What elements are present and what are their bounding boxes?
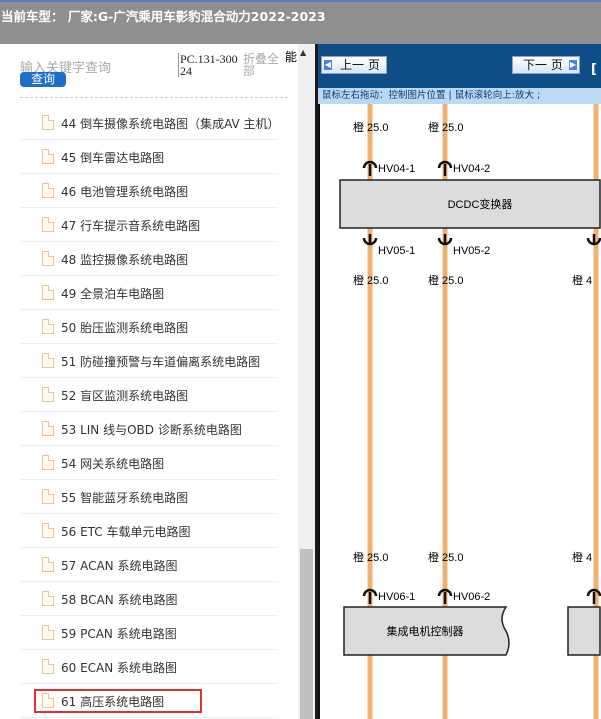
tree-item[interactable]: 49 全景泊车电路图 [20, 276, 278, 310]
arrow-right-icon: ▶ [569, 60, 577, 70]
label: HV06-1 [378, 591, 415, 603]
document-icon [42, 115, 54, 130]
label: HV05-2 [453, 245, 490, 257]
tree-item[interactable]: 50 胎压监测系统电路图 [20, 310, 278, 344]
document-icon [42, 217, 54, 232]
tree-item-label: 49 全景泊车电路图 [61, 287, 165, 301]
motor-controller-box [343, 606, 510, 656]
truncated-label: 能 [285, 50, 298, 64]
tree-item[interactable]: 57 ACAN 系统电路图 [20, 548, 278, 582]
sidebar: 输入关键字查询 查询 PC.131-30024 折叠全部 能 44 倒车摄像系统… [0, 44, 298, 719]
connector-icon [362, 588, 378, 597]
vehicle-title: 当前车型： 厂家:G-广汽乘用车影豹混合动力2022-2023 [1, 9, 326, 24]
label: HV06-2 [453, 591, 490, 603]
tree-item-label: 56 ETC 车载单元电路图 [61, 525, 191, 539]
pane-splitter[interactable] [315, 44, 318, 719]
tree-item-label: 44 倒车摄像系统电路图（集成AV 主机） [61, 117, 280, 131]
document-icon [42, 455, 54, 470]
dcdc-converter-box [339, 179, 601, 229]
tree-item[interactable]: 47 行车提示音系统电路图 [20, 208, 278, 242]
label: 橙 25.0 [428, 273, 463, 287]
tree-item-label: 45 倒车雷达电路图 [61, 151, 165, 165]
label: 橙 25.0 [353, 550, 388, 564]
document-icon [42, 625, 54, 640]
motor-controller-label: 集成电机控制器 [387, 624, 464, 638]
tree-item-label: 48 监控摄像系统电路图 [61, 253, 189, 267]
tree-item[interactable]: 61 高压系统电路图 [20, 684, 278, 718]
doc-code: PC.131-30024 [178, 52, 238, 78]
tree-item[interactable]: 51 防碰撞预警与车道偏离系统电路图 [20, 344, 278, 378]
connector-icon [362, 160, 378, 169]
tree-item[interactable]: 48 监控摄像系统电路图 [20, 242, 278, 276]
tree-item-label: 61 高压系统电路图 [61, 695, 165, 709]
document-icon [42, 319, 54, 334]
document-icon [42, 693, 54, 708]
tree-item[interactable]: 58 BCAN 系统电路图 [20, 582, 278, 616]
tree-item[interactable]: 52 盲区监测系统电路图 [20, 378, 278, 412]
tree-item-label: 52 盲区监测系统电路图 [61, 389, 189, 403]
dcdc-label: DCDC变换器 [448, 197, 513, 211]
tree-item[interactable]: 46 电池管理系统电路图 [20, 174, 278, 208]
tree-item-label: 57 ACAN 系统电路图 [61, 559, 178, 573]
component-box [567, 606, 601, 656]
label: HV04-1 [378, 163, 415, 175]
label: 橙 4 [572, 273, 592, 287]
label: HV05-1 [378, 245, 415, 257]
tree-item[interactable]: 56 ETC 车载单元电路图 [20, 514, 278, 548]
page-indicator: [ [591, 62, 597, 77]
title-bar: 当前车型： 厂家:G-广汽乘用车影豹混合动力2022-2023 [0, 0, 601, 44]
tree-item[interactable]: 45 倒车雷达电路图 [20, 140, 278, 174]
document-icon [42, 421, 54, 436]
document-icon [42, 285, 54, 300]
tree-item-label: 47 行车提示音系统电路图 [61, 219, 201, 233]
document-icon [42, 251, 54, 266]
selected-highlight [34, 689, 202, 713]
label: 橙 4 [572, 550, 592, 564]
tree-item[interactable]: 60 ECAN 系统电路图 [20, 650, 278, 684]
next-page-button[interactable]: 下一 页▶ [512, 56, 580, 74]
tree-item[interactable]: 54 网关系统电路图 [20, 446, 278, 480]
tree-item[interactable]: 44 倒车摄像系统电路图（集成AV 主机） [20, 106, 280, 140]
tree-item-label: 50 胎压监测系统电路图 [61, 321, 189, 335]
document-icon [42, 149, 54, 164]
tree-item-label: 46 电池管理系统电路图 [61, 185, 189, 199]
tree-item-label: 58 BCAN 系统电路图 [61, 593, 178, 607]
document-icon [42, 353, 54, 368]
wiring-diagram[interactable]: DCDC变换器 集成电机控制器 橙 25.0 橙 25.0 橙 25.0 橙 25.0… [318, 104, 601, 719]
tree-item[interactable]: 55 智能蓝牙系统电路图 [20, 480, 278, 514]
connector-icon [437, 588, 453, 597]
tree-item-label: 54 网关系统电路图 [61, 457, 165, 471]
viewer-toolbar: ◀上一 页 下一 页▶ [ [318, 44, 601, 88]
usage-hint: 鼠标左右拖动：控制图片位置 | 鼠标滚轮向上:放大 ; [318, 88, 601, 104]
scroll-up-arrow-icon[interactable]: ▲ [300, 48, 307, 57]
document-icon [42, 387, 54, 402]
document-icon [42, 557, 54, 572]
document-icon [42, 489, 54, 504]
document-icon [42, 523, 54, 538]
tree-item-label: 55 智能蓝牙系统电路图 [61, 491, 189, 505]
tree-item[interactable]: 53 LIN 线与OBD 诊断系统电路图 [20, 412, 278, 446]
label: HV04-2 [453, 163, 490, 175]
document-icon [42, 659, 54, 674]
divider [20, 97, 288, 98]
collapse-all-button[interactable]: 折叠全部 [243, 52, 280, 78]
prev-page-button[interactable]: ◀上一 页 [321, 56, 387, 74]
search-button[interactable]: 查询 [20, 72, 66, 87]
arrow-left-icon: ◀ [324, 60, 332, 70]
tree-item[interactable]: 59 PCAN 系统电路图 [20, 616, 278, 650]
tree-item-label: 60 ECAN 系统电路图 [61, 661, 178, 675]
label: 橙 25.0 [428, 120, 463, 134]
connector-icon [586, 588, 601, 597]
tree-item-label: 51 防碰撞预警与车道偏离系统电路图 [61, 355, 261, 369]
scrollbar-thumb[interactable] [300, 549, 313, 719]
label: 橙 25.0 [353, 120, 388, 134]
tree-item-label: 53 LIN 线与OBD 诊断系统电路图 [61, 423, 242, 437]
label: 橙 25.0 [353, 273, 388, 287]
label: 橙 25.0 [428, 550, 463, 564]
document-icon [42, 183, 54, 198]
tree-item-label: 59 PCAN 系统电路图 [61, 627, 177, 641]
document-icon [42, 591, 54, 606]
connector-icon [437, 160, 453, 169]
